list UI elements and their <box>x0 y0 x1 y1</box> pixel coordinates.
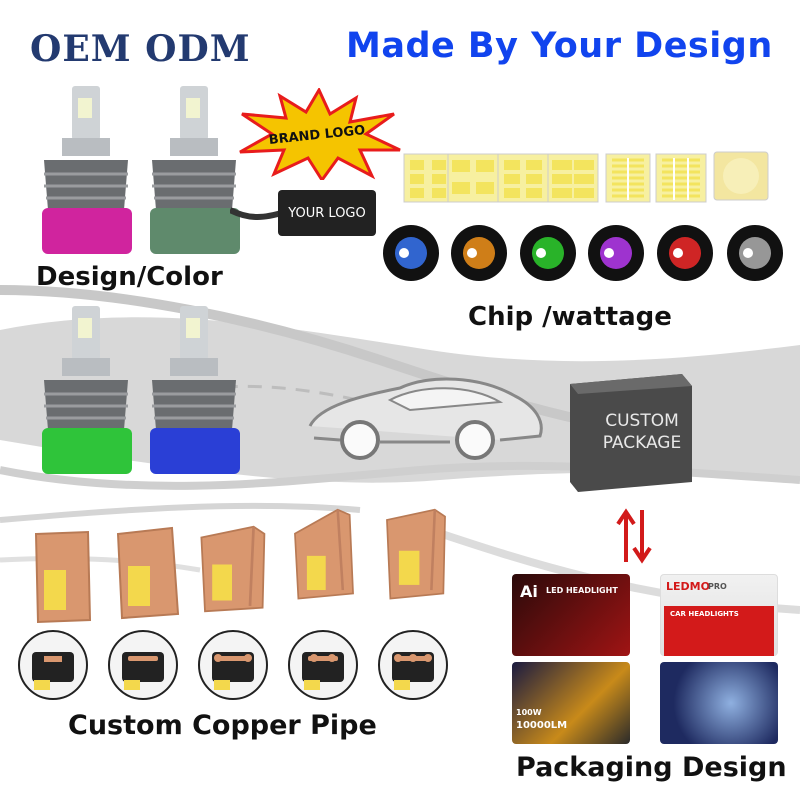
copper-pipe-1 <box>34 530 92 624</box>
bulb-pink-base <box>42 208 132 254</box>
swap-arrows-icon <box>616 508 652 564</box>
custom-package-line2: PACKAGE <box>602 433 682 453</box>
package-tile-ai <box>512 574 630 656</box>
package-tile-gold-watt: 100W <box>516 708 542 717</box>
bulb-green-gray <box>150 86 240 254</box>
light-disc-orange <box>451 225 507 281</box>
copper-pipe-5 <box>386 508 446 600</box>
chip-4 <box>547 153 599 203</box>
custom-package-text: CUSTOM PACKAGE <box>594 410 690 454</box>
label-custom-copper-pipe: Custom Copper Pipe <box>68 710 377 741</box>
title-made-by-your-design: Made By Your Design <box>346 26 773 66</box>
copper-module-1 <box>18 630 88 700</box>
chip-1 <box>403 153 455 203</box>
light-disc-purple <box>588 225 644 281</box>
title-oem-odm: OEM ODM <box>30 28 251 70</box>
copper-module-2 <box>108 630 178 700</box>
light-disc-blue <box>383 225 439 281</box>
starburst-icon <box>239 88 401 180</box>
copper-module-3 <box>198 630 268 700</box>
package-tile-ledmo-name: CAR HEADLIGHTS <box>670 610 739 618</box>
bulb-green <box>42 306 132 474</box>
light-disc-white <box>727 225 783 281</box>
custom-package-line1: CUSTOM <box>605 411 679 431</box>
disc-glow <box>395 237 427 269</box>
bulb-blue <box>150 306 240 474</box>
chip-2 <box>447 153 499 203</box>
logo-box <box>278 190 376 236</box>
chip-3 <box>497 153 549 203</box>
copper-pipe-2 <box>116 526 180 620</box>
copper-pipe-3 <box>200 525 266 613</box>
your-logo-text: YOUR LOGO <box>288 206 366 221</box>
copper-pipe-4 <box>294 508 354 600</box>
package-tile-ai-brand: Ai <box>520 582 538 601</box>
chip-7 <box>713 151 769 201</box>
label-design-color: Design/Color <box>36 262 223 292</box>
light-disc-red <box>657 225 713 281</box>
chip-6 <box>655 153 707 203</box>
package-tile-gold <box>512 662 630 744</box>
package-tile-ledmo-sub: PRO <box>708 582 727 591</box>
custom-package-box <box>570 374 692 492</box>
copper-module-5 <box>378 630 448 700</box>
light-disc-green <box>520 225 576 281</box>
package-tile-ai-name: LED HEADLIGHT <box>546 586 618 595</box>
package-tile-ledmo-band <box>664 606 774 656</box>
label-chip-wattage: Chip /wattage <box>468 302 672 332</box>
package-tile-ledmo-brand: LEDMO <box>666 580 710 593</box>
bulb-pink <box>42 86 132 254</box>
car-outline-icon <box>308 377 543 460</box>
package-tile-gold-lumen: 10000LM <box>516 720 568 731</box>
chip-5 <box>605 153 651 203</box>
label-packaging-design: Packaging Design <box>516 752 787 783</box>
copper-module-4 <box>288 630 358 700</box>
package-tile-robot <box>660 662 778 744</box>
